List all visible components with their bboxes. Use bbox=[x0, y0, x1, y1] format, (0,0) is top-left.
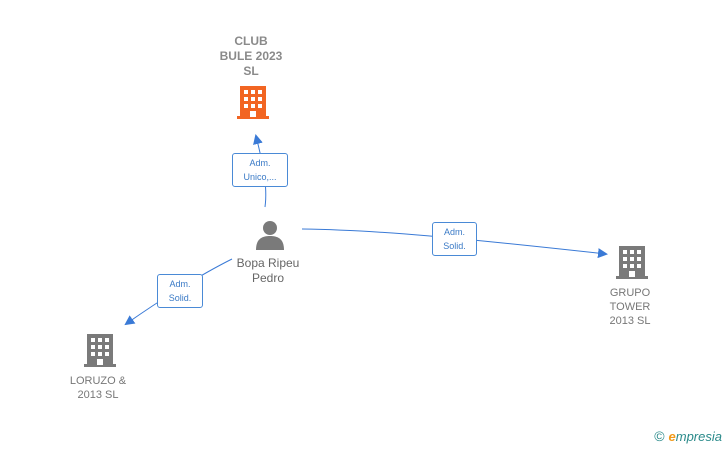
node-label-person[interactable]: Bopa Ripeu Pedro bbox=[236, 256, 300, 285]
node-label-loruzo[interactable]: LORUZO & 2013 SL bbox=[69, 375, 127, 401]
brand-logo-e: e bbox=[668, 429, 676, 444]
brand-logo-text: mpresia bbox=[675, 429, 722, 444]
edge-label-to-club: Adm. Unico,... bbox=[232, 153, 288, 187]
empresia-watermark: ©empresia bbox=[654, 428, 722, 444]
building-icon[interactable] bbox=[237, 86, 269, 119]
node-label-club[interactable]: CLUB BULE 2023 SL bbox=[219, 34, 283, 78]
node-label-grupo[interactable]: GRUPO TOWER 2013 SL bbox=[609, 287, 651, 327]
copyright-icon: © bbox=[654, 428, 665, 444]
edge-label-to-loruzo: Adm. Solid. bbox=[157, 274, 203, 308]
edge-label-to-grupo: Adm. Solid. bbox=[432, 222, 477, 256]
building-icon[interactable] bbox=[616, 246, 648, 279]
person-icon[interactable] bbox=[256, 221, 284, 250]
edge-person-to-grupo bbox=[301, 228, 608, 259]
building-icon[interactable] bbox=[84, 334, 116, 367]
